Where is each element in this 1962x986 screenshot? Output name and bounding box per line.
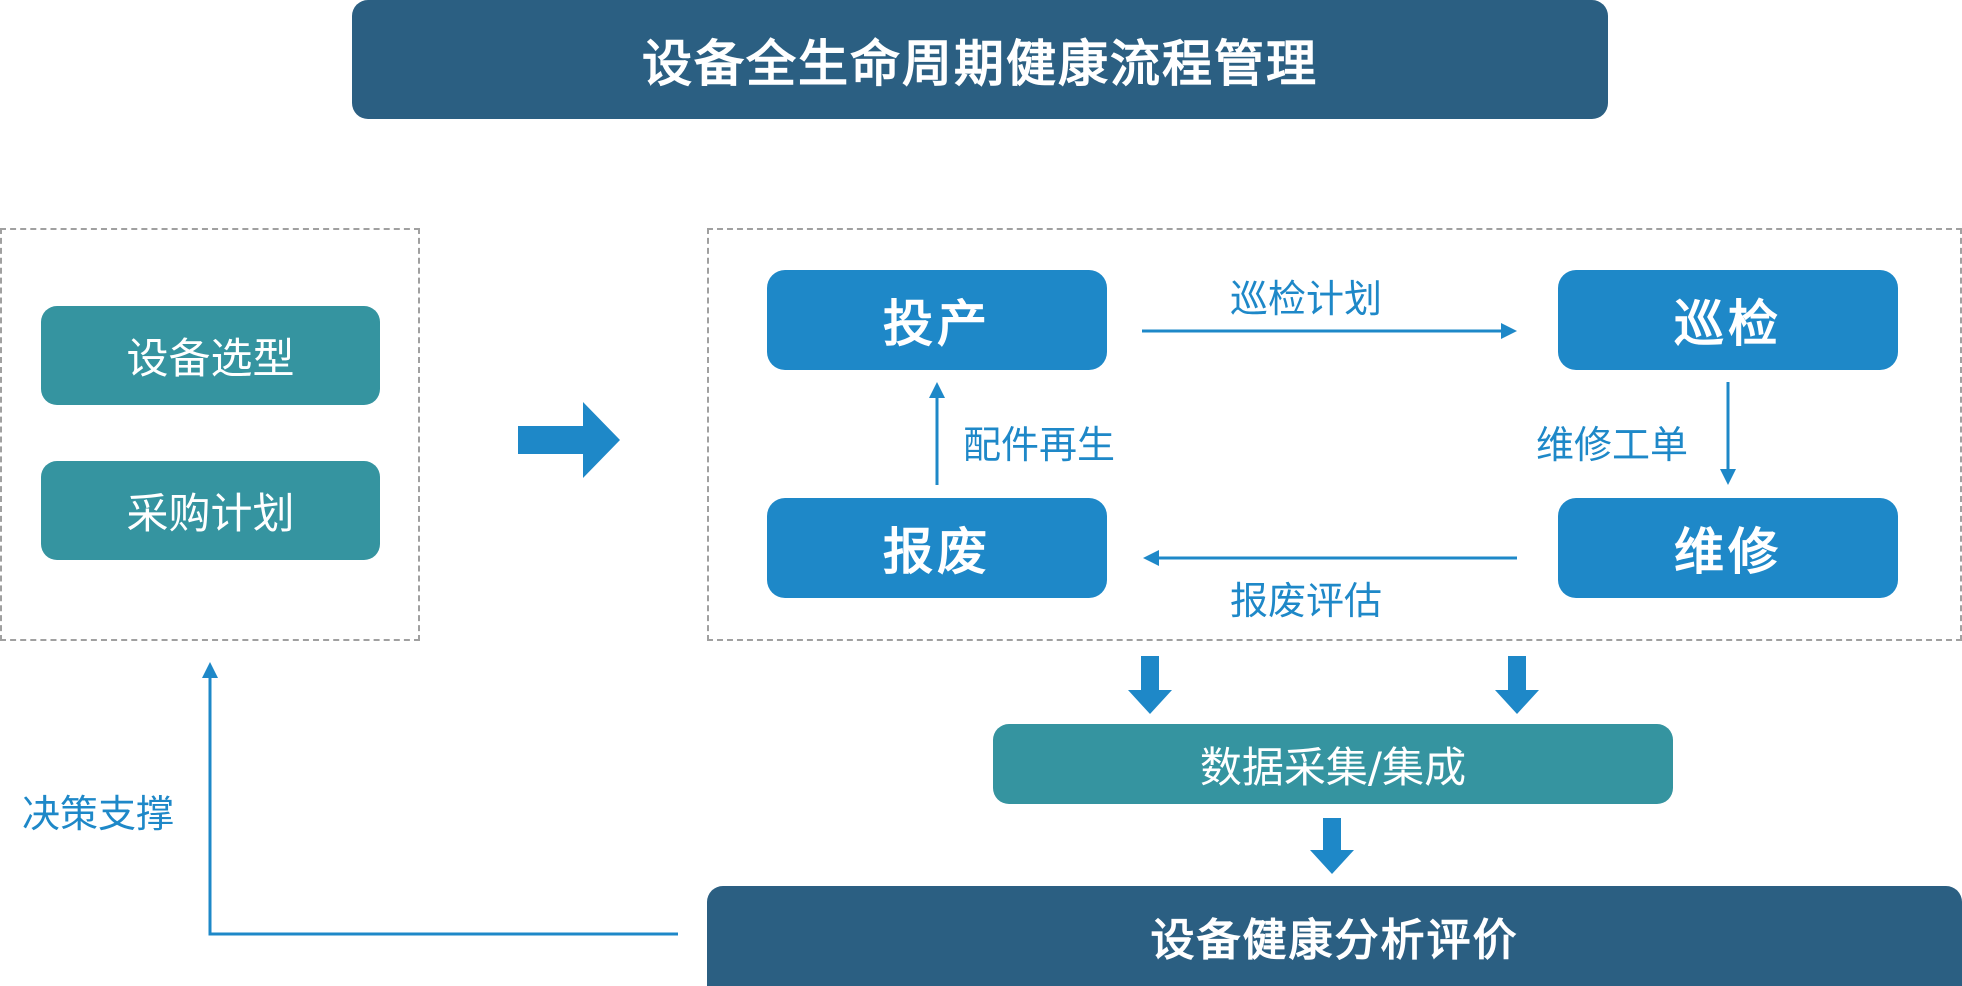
arrowhead-inspection	[1501, 323, 1517, 339]
arrowhead-feedback	[202, 662, 218, 678]
feedback-connector	[208, 675, 678, 936]
down-arrow-center	[1310, 818, 1354, 874]
repair-order-label: 维修工单	[1536, 423, 1689, 467]
procurement-plan-box: 采购计划	[41, 461, 380, 560]
down-arrow-left	[1128, 656, 1172, 714]
planning-panel	[0, 228, 420, 641]
inspection-node: 巡检	[1558, 270, 1898, 370]
data-collection-box: 数据采集/集成	[993, 724, 1673, 804]
commission-node: 投产	[767, 270, 1107, 370]
down-arrow-right	[1495, 656, 1539, 714]
page-title: 设备全生命周期健康流程管理	[352, 0, 1608, 119]
arrowhead-commission	[929, 382, 945, 398]
health-analysis-bar: 设备健康分析评价	[707, 886, 1962, 986]
decision-support-label: 决策支撑	[22, 792, 175, 836]
equipment-selection-box: 设备选型	[41, 306, 380, 405]
arrowhead-scrap	[1143, 550, 1159, 566]
lifecycle-panel	[707, 228, 1962, 641]
big-right-arrow	[518, 402, 620, 478]
inspection-plan-label: 巡检计划	[1230, 277, 1383, 321]
repair-node: 维修	[1558, 498, 1898, 598]
arrowhead-repair	[1720, 469, 1736, 485]
parts-regeneration-label: 配件再生	[963, 423, 1116, 467]
scrap-node: 报废	[767, 498, 1107, 598]
scrap-evaluation-label: 报废评估	[1230, 579, 1383, 623]
